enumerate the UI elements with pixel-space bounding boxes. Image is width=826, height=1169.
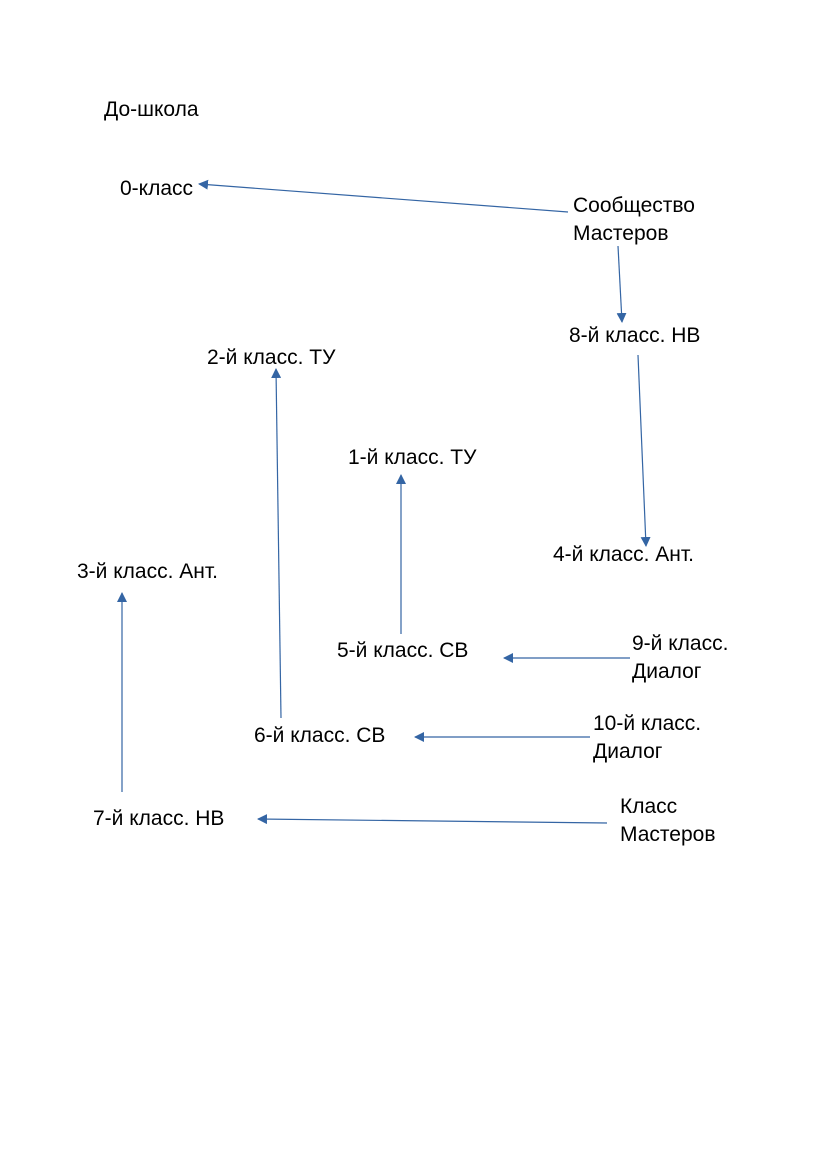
node-class-9-line-2: Диалог	[632, 660, 702, 683]
node-class-1: 1-й класс. ТУ	[348, 446, 477, 469]
node-class-5: 5-й класс. СВ	[337, 639, 469, 662]
node-class-10-line-2: Диалог	[593, 740, 663, 763]
node-masters-class-line-1: Класс	[620, 795, 678, 818]
arrow-community-to-class-8	[616, 245, 627, 323]
node-masters-class-line-2: Мастеров	[620, 823, 716, 846]
node-class-7: 7-й класс. НВ	[93, 807, 225, 830]
node-class-6: 6-й класс. СВ	[254, 724, 386, 747]
node-class-4: 4-й класс. Ант.	[553, 543, 694, 566]
arrow-class-6-to-class-2	[271, 368, 282, 719]
arrow-masters-class-to-class-7	[257, 814, 608, 825]
node-preschool: До-школа	[104, 98, 199, 121]
arrow-community-to-class-0	[198, 179, 569, 213]
node-class-0: 0-класс	[120, 177, 194, 200]
node-class-2: 2-й класс. ТУ	[207, 346, 336, 369]
node-class-3: 3-й класс. Ант.	[77, 560, 218, 583]
node-class-10-line-1: 10-й класс.	[593, 712, 702, 735]
arrow-class-8-to-class-4	[637, 354, 651, 547]
node-masters-community-line-1: Сообщество	[573, 194, 695, 217]
node-class-9-line-1: 9-й класс.	[632, 632, 729, 655]
node-masters-community-line-2: Мастеров	[573, 222, 669, 245]
node-class-8: 8-й класс. НВ	[569, 324, 701, 347]
